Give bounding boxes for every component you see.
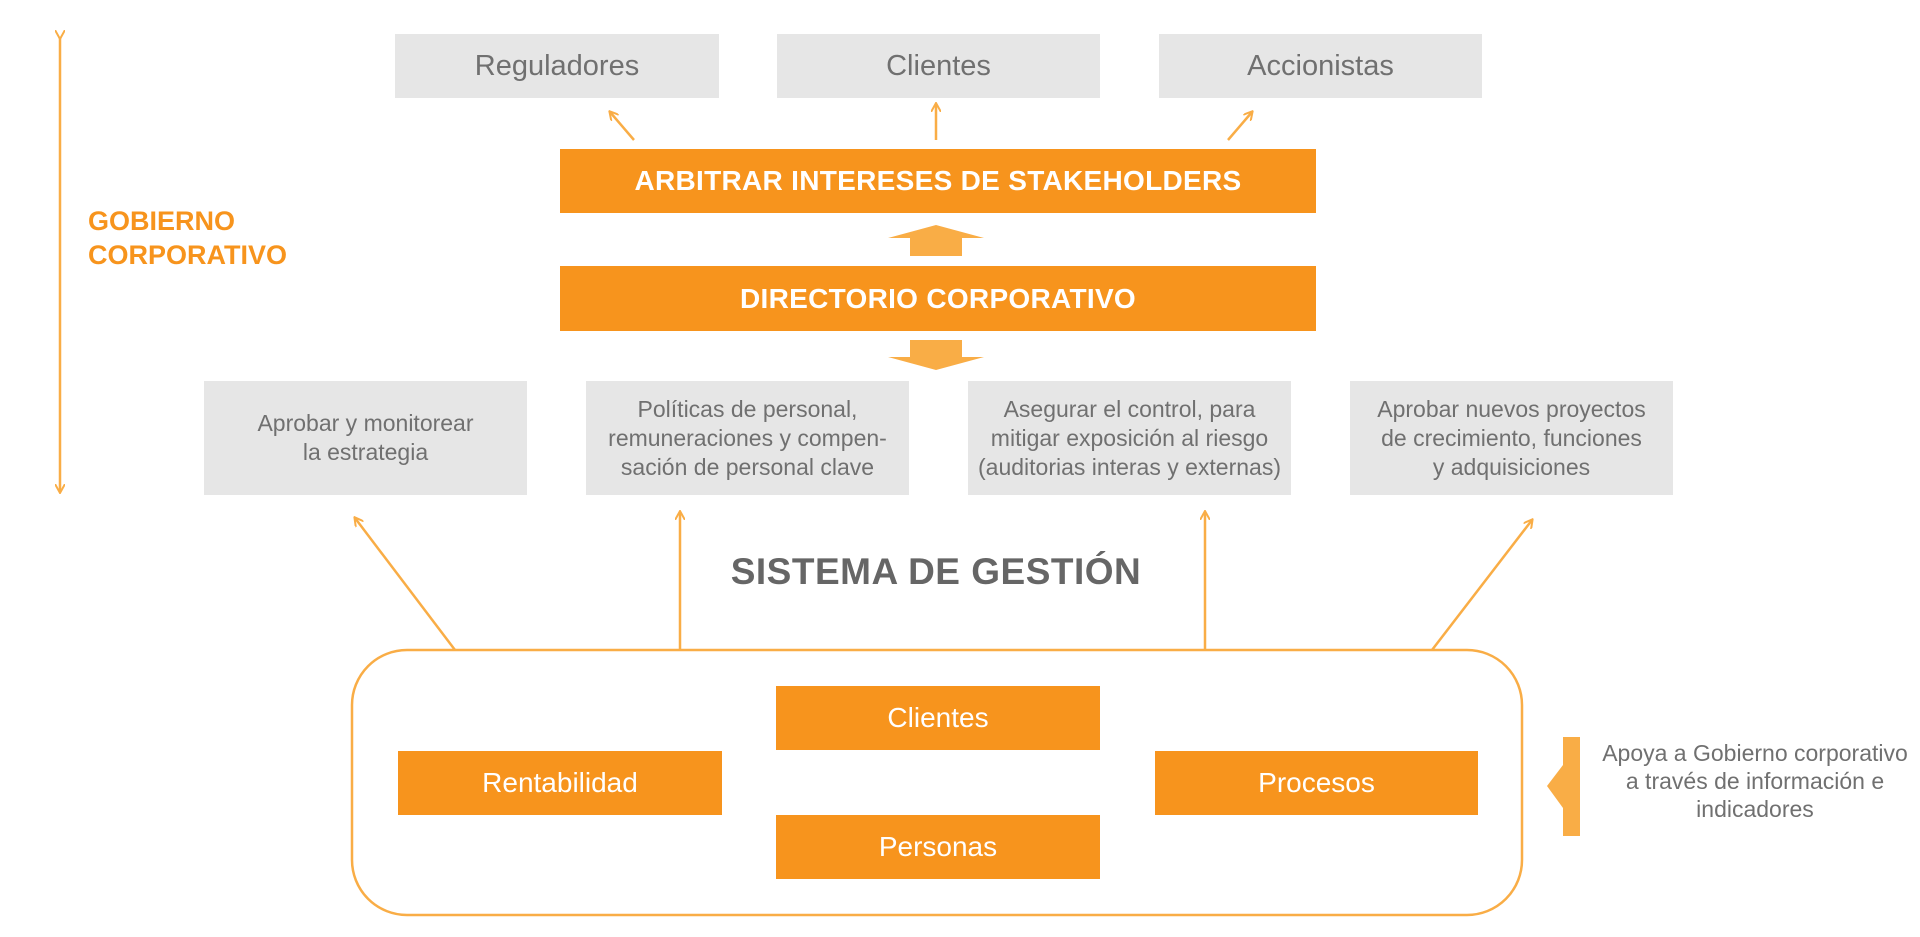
arbitrar-bar: ARBITRAR INTERESES DE STAKEHOLDERS <box>560 149 1316 213</box>
system-box-clientes: Clientes <box>776 686 1100 750</box>
directorio-bar: DIRECTORIO CORPORATIVO <box>560 266 1316 331</box>
function-box-projects: Aprobar nuevos proyectos de crecimiento,… <box>1350 381 1673 495</box>
arrow-to-function-1 <box>355 518 456 651</box>
arrow-to-function-4 <box>1431 520 1532 651</box>
support-note: Apoya a Gobierno corporativo a través de… <box>1602 740 1908 822</box>
function-box-control: Asegurar el control, para mitigar exposi… <box>968 381 1291 495</box>
management-system-container <box>350 648 1524 917</box>
block-arrow-down <box>888 357 984 370</box>
system-box-procesos: Procesos <box>1155 751 1478 815</box>
system-box-rentabilidad: Rentabilidad <box>398 751 722 815</box>
management-system-title: SISTEMA DE GESTIÓN <box>730 551 1142 592</box>
arrow-to-accionistas <box>1227 112 1252 141</box>
stakeholder-accionistas: Accionistas <box>1159 34 1482 98</box>
system-box-personas: Personas <box>776 815 1100 879</box>
corporate-governance-label: GOBIERNO CORPORATIVO <box>88 206 288 270</box>
function-box-strategy: Aprobar y monitorear la estrategia <box>204 381 527 495</box>
block-arrow-up <box>888 225 984 256</box>
function-box-personnel: Políticas de personal, remuneraciones y … <box>586 381 909 495</box>
stakeholder-clientes: Clientes <box>777 34 1100 98</box>
arrow-to-reguladores <box>610 112 635 141</box>
stakeholder-reguladores: Reguladores <box>395 34 719 98</box>
support-arrow <box>1547 737 1580 836</box>
